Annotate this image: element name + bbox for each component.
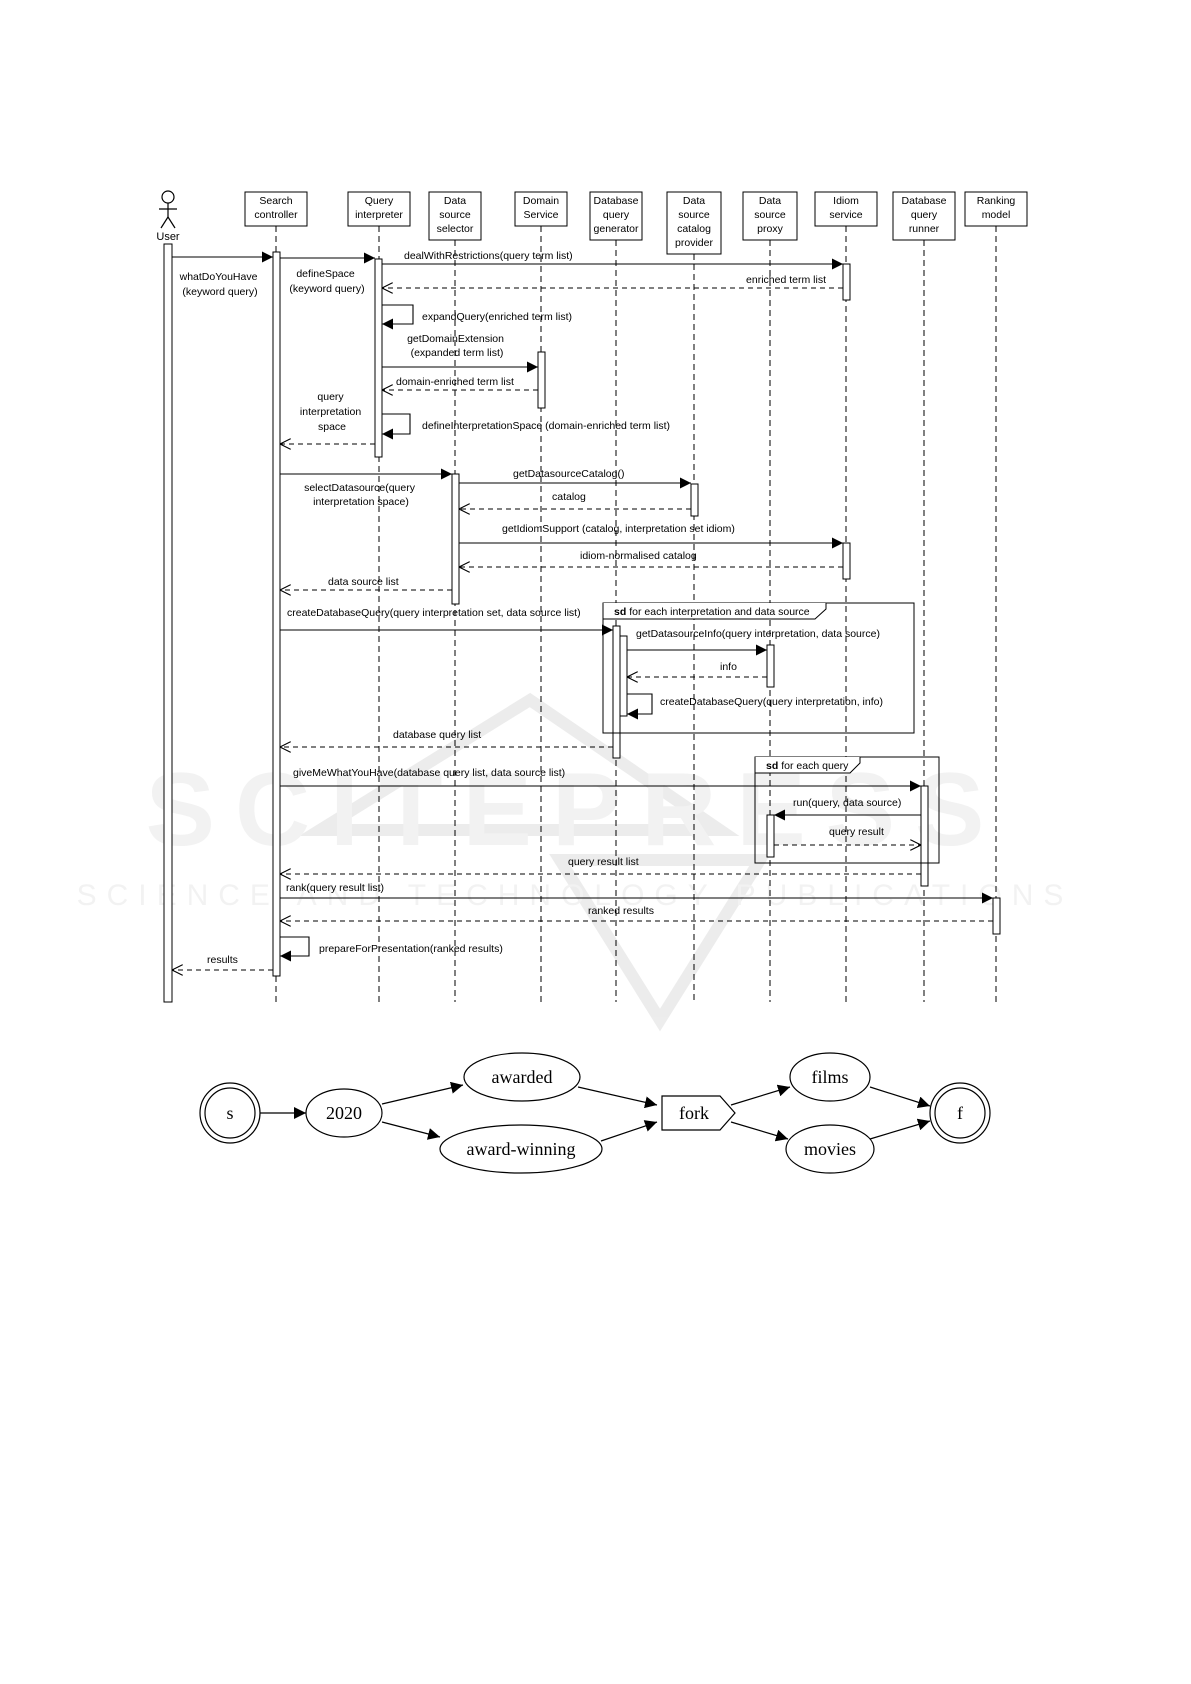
msg-expandquery-arrow [382,304,414,330]
node-movies [785,1124,875,1174]
label-databasequerylist: database query list [393,729,481,741]
node-fork-label: fork [679,1103,709,1123]
node-fork [661,1095,736,1131]
label-catalog: catalog [552,491,586,503]
label-dealwithrestrictions: dealWithRestrictions(query term list) [404,250,573,262]
participant-box-dss [428,191,482,241]
participant-box-rnk [964,191,1028,227]
label-defineinterpretation: defineInterpretationSpace (domain-enrich… [422,420,670,432]
label-prepare: prepareForPresentation(ranked results) [319,943,503,955]
edge-fork-movies [730,1121,789,1142]
edge-2020-awardwinning [381,1121,441,1140]
label-queryresult: query result [829,826,884,838]
node-films-label: films [811,1067,848,1087]
label-results: results [207,954,238,966]
label-getdatasourceinfo: getDatasourceInfo(query interpretation, … [636,628,880,640]
edge-fork-films [730,1084,791,1106]
label-getdatasourcecatalog: getDatasourceCatalog() [513,468,624,480]
label-definespace: defineSpace (keyword query) [289,268,364,295]
node-awarded-label: awarded [492,1067,553,1087]
node-films [789,1052,871,1102]
node-movies-label: movies [804,1139,856,1159]
node-s [199,1082,261,1144]
label-rankedresults: ranked results [588,905,654,917]
label-queryresultlist: query result list [568,856,639,868]
participant-box-sc [244,191,308,227]
label-run: run(query, data source) [793,797,901,809]
edge-awarded-fork [577,1086,658,1109]
label-whatdoyouhave: whatDoYouHave (keyword query) [179,271,261,298]
label-qispace: query interpretation space [300,391,364,433]
participant-box-dsp [742,191,798,241]
edge-films-f [869,1086,931,1109]
node-f [929,1082,991,1144]
node-f-label: f [957,1103,963,1123]
label-createdbquery2: createDatabaseQuery(query interpretation… [660,696,883,708]
node-2020 [305,1088,383,1138]
label-enriched: enriched term list [746,274,826,286]
node-awarded [463,1052,581,1102]
node-2020-label: 2020 [326,1103,362,1123]
edge-awardwinning-fork [600,1120,658,1142]
label-createdatabasequery: createDatabaseQuery(query interpretation… [287,607,581,619]
participant-box-dqg [589,191,643,241]
msg-createdbquery2-arrow [627,693,653,720]
node-award-winning [439,1124,603,1174]
label-selectdatasource: selectDatasource(query interpretation sp… [304,482,418,508]
msg-defineinterpretation-arrow [382,413,411,440]
label-getdomainextension: getDomainExtension (expanded term list) [407,333,507,359]
edge-2020-awarded [381,1081,464,1105]
user-activation [163,243,173,1003]
activations [272,251,1001,977]
label-idiomnormalised: idiom-normalised catalog [580,550,697,562]
user-actor [159,190,177,229]
edge-movies-f [869,1118,931,1140]
participant-box-dcp [666,191,722,255]
participant-box-idm [814,191,878,227]
label-getidiomsupport: getIdiomSupport (catalog, interpretation… [502,523,735,535]
label-datasourcelist: data source list [328,576,399,588]
participant-box-qi [347,191,411,227]
label-givemewhatyouhave: giveMeWhatYouHave(database query list, d… [293,767,565,779]
label-expandquery: expandQuery(enriched term list) [422,311,572,323]
node-award-winning-label: award-winning [467,1139,576,1159]
participant-box-dom [514,191,568,227]
label-rank: rank(query result list) [286,882,384,894]
actor-label: User [156,231,180,243]
svg-text:SCIENCE AND TECHNOLOGY PUBLICA: SCIENCE AND TECHNOLOGY PUBLICATIONS [77,879,1074,912]
node-s-label: s [226,1103,233,1123]
msg-prepare-arrow [280,936,310,962]
label-domainenriched: domain-enriched term list [396,376,514,388]
label-info: info [720,661,737,673]
participant-box-dqr [892,191,956,241]
